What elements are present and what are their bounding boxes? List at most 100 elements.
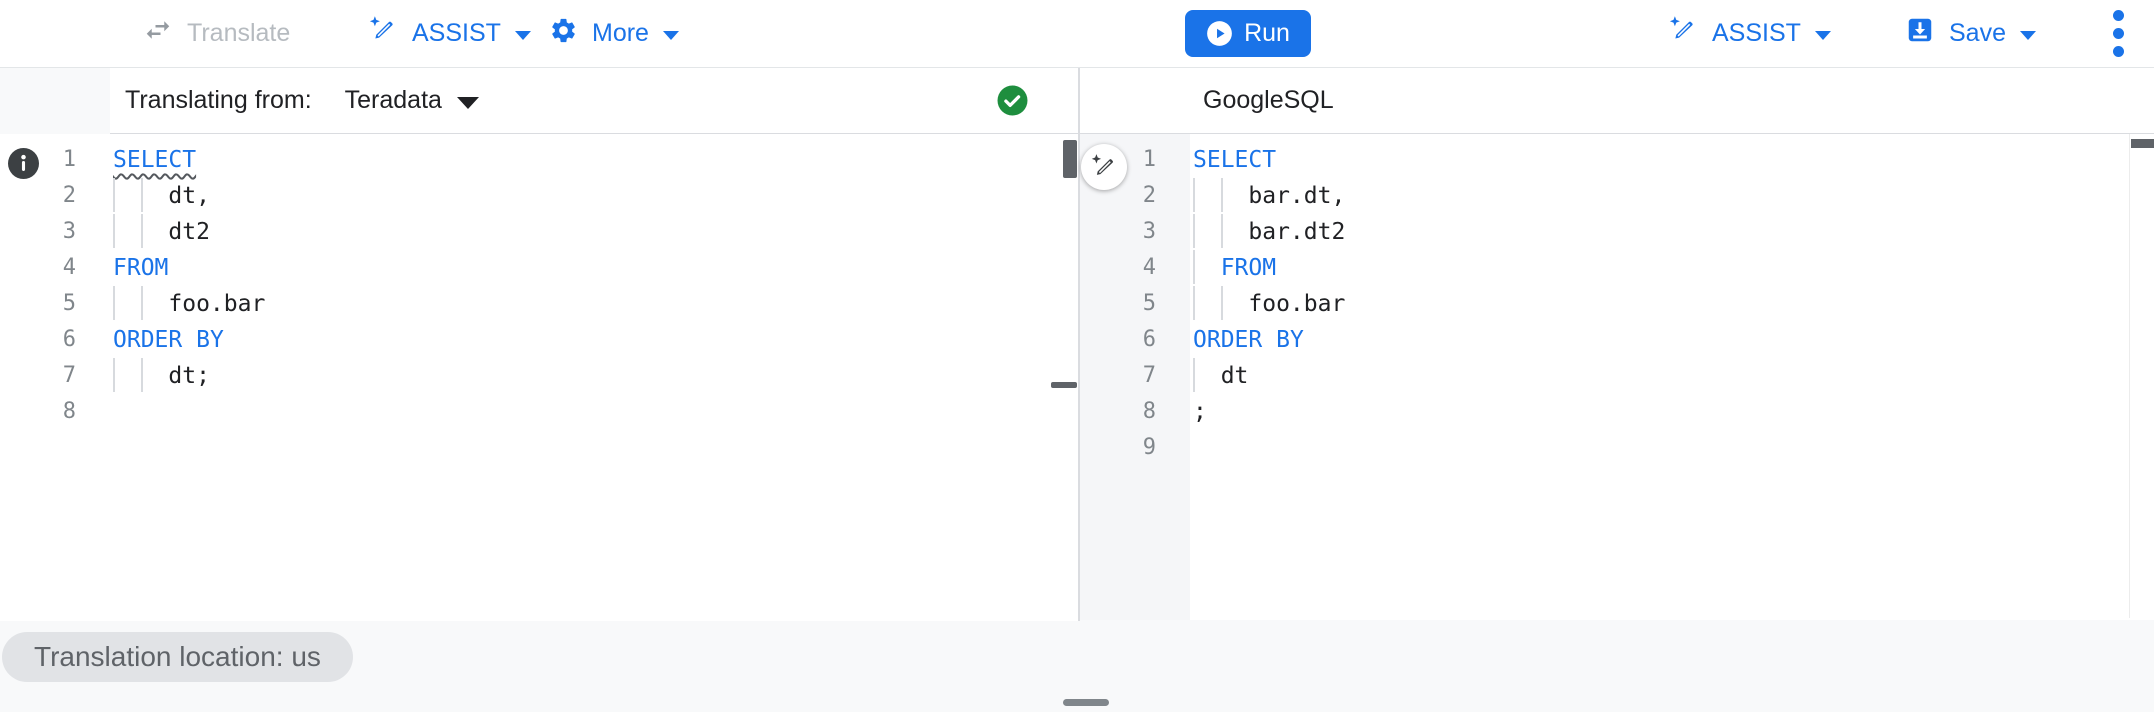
line-number: 5 xyxy=(62,291,76,316)
line-number: 1 xyxy=(62,147,76,172)
line-number: 3 xyxy=(62,219,76,244)
sql-token: , xyxy=(196,183,210,209)
scrollbar-track-edge xyxy=(2129,134,2130,618)
scrollbar-marker[interactable] xyxy=(1051,382,1077,388)
code-line[interactable]: dt, xyxy=(113,178,265,214)
indent-guide xyxy=(140,358,169,392)
indent-guide xyxy=(140,178,169,212)
line-number: 3 xyxy=(1142,219,1156,244)
chevron-down-icon xyxy=(662,30,679,40)
sql-keyword: SELECT xyxy=(113,147,197,173)
overflow-menu-button[interactable] xyxy=(2100,0,2136,67)
code-line[interactable]: dt2 xyxy=(113,214,265,250)
sql-token: dt2 xyxy=(168,219,210,245)
target-dialect-label: GoogleSQL xyxy=(1203,86,1334,114)
assist-floating-button[interactable] xyxy=(1081,144,1127,190)
chevron-down-icon xyxy=(456,96,479,109)
vertical-scrollbar-thumb[interactable] xyxy=(2131,139,2154,148)
code-line[interactable]: SELECT xyxy=(1193,142,1345,178)
sql-keyword: BY xyxy=(1276,327,1304,353)
sql-token: . xyxy=(209,291,224,317)
code-line[interactable]: foo.bar xyxy=(113,286,265,322)
indent-guide xyxy=(1220,286,1249,320)
code-line[interactable] xyxy=(113,394,265,430)
info-icon[interactable] xyxy=(8,148,39,184)
sql-token: bar xyxy=(1248,219,1290,245)
magic-pen-icon xyxy=(368,15,398,52)
sql-keyword: ORDER xyxy=(1193,327,1263,353)
line-number: 4 xyxy=(62,255,76,280)
more-menu[interactable]: More xyxy=(549,0,679,67)
toolbar: Translate ASSIST More Run xyxy=(0,0,2154,68)
translation-location-text: Translation location: us xyxy=(34,641,321,672)
panel-divider[interactable] xyxy=(1078,68,1080,621)
check-circle-icon xyxy=(997,85,1028,123)
source-dialect-selector[interactable]: Teradata xyxy=(345,86,479,115)
left-gutter-strip xyxy=(0,68,110,134)
code-line[interactable]: dt xyxy=(1193,358,1345,394)
code-line[interactable] xyxy=(1193,430,1345,466)
sql-token: dt xyxy=(1303,183,1332,209)
code-line[interactable]: SELECT xyxy=(113,142,265,178)
code-line[interactable]: dt; xyxy=(113,358,265,394)
indent-guide xyxy=(140,286,169,320)
sql-keyword: SELECT xyxy=(1193,147,1277,173)
line-number: 1 xyxy=(1142,147,1156,172)
assist-menu-right[interactable]: ASSIST xyxy=(1668,0,1831,67)
sql-token: foo xyxy=(168,291,210,317)
assist-menu-left[interactable]: ASSIST xyxy=(368,0,531,67)
line-number: 7 xyxy=(1142,363,1156,388)
chevron-down-icon xyxy=(514,30,531,40)
sql-token: ; xyxy=(1193,399,1207,425)
run-button[interactable]: Run xyxy=(1185,10,1311,57)
line-number: 6 xyxy=(1142,327,1156,352)
resize-drag-handle[interactable] xyxy=(1063,699,1109,706)
indent-guide xyxy=(113,286,141,320)
code-line[interactable]: bar.dt2 xyxy=(1193,214,1345,250)
translate-button[interactable]: Translate xyxy=(143,0,290,67)
code-line[interactable]: FROM xyxy=(1193,250,1345,286)
line-number: 2 xyxy=(62,183,76,208)
line-number: 9 xyxy=(1142,435,1156,460)
code-line[interactable]: ORDER BY xyxy=(1193,322,1345,358)
line-number: 2 xyxy=(1142,183,1156,208)
indent-guide xyxy=(1193,178,1221,212)
gutter-background xyxy=(1080,134,1190,620)
code-line[interactable]: FROM xyxy=(113,250,265,286)
sql-token: bar xyxy=(1248,183,1290,209)
line-number: 4 xyxy=(1142,255,1156,280)
code-line[interactable]: ORDER BY xyxy=(113,322,265,358)
indent-guide xyxy=(1220,214,1249,248)
sql-token: dt xyxy=(1220,363,1249,389)
indent-guide xyxy=(1193,250,1221,284)
swap-arrows-icon xyxy=(143,15,173,52)
indent-guide xyxy=(1193,358,1221,392)
save-download-icon xyxy=(1905,15,1935,52)
run-label: Run xyxy=(1244,19,1290,47)
sql-token: dt xyxy=(168,363,197,389)
sql-keyword: FROM xyxy=(1220,255,1277,281)
indent-guide xyxy=(113,358,141,392)
sql-token: bar xyxy=(223,291,266,317)
chevron-down-icon xyxy=(2019,30,2036,40)
vertical-scrollbar-thumb[interactable] xyxy=(1063,140,1077,178)
chevron-down-icon xyxy=(1814,30,1831,40)
sql-keyword: BY xyxy=(196,327,224,353)
line-number: 5 xyxy=(1142,291,1156,316)
translate-label: Translate xyxy=(187,19,291,47)
code-line[interactable]: ; xyxy=(1193,394,1345,430)
source-dialect-value: Teradata xyxy=(344,86,442,114)
line-number: 8 xyxy=(62,399,76,424)
code-line[interactable]: bar.dt, xyxy=(1193,178,1345,214)
sql-keyword: ORDER xyxy=(113,327,183,353)
save-menu[interactable]: Save xyxy=(1905,0,2036,67)
gear-icon xyxy=(549,16,578,52)
code-line[interactable]: foo.bar xyxy=(1193,286,1345,322)
